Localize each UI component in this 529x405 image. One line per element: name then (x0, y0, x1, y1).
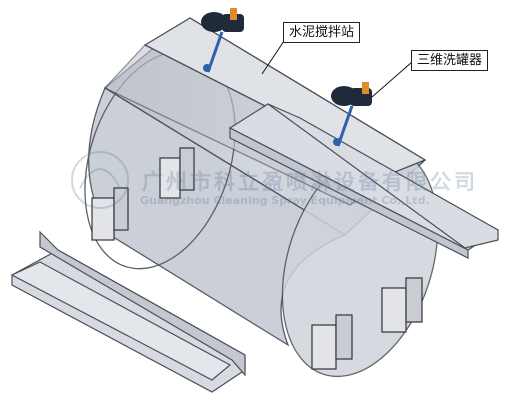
upper-rail (228, 103, 500, 259)
tank-washer-1 (201, 8, 244, 73)
leader-line-station (261, 40, 285, 75)
callout-tank-label: 三维洗罐器 (411, 50, 489, 71)
support-bracket-4 (381, 277, 423, 333)
base-rail (10, 230, 246, 393)
watermark-company-cn: 广州市科立盈喷淋设备有限公司 (142, 170, 478, 194)
watermark-company-en: Guangzhou Cleaning Spray Equipment Co.,L… (140, 194, 430, 207)
tank-washer-2 (331, 82, 372, 147)
support-bracket-1 (91, 187, 129, 241)
watermark-logo (71, 151, 129, 209)
leader-line-tank (371, 61, 413, 98)
support-bracket-3 (311, 314, 353, 370)
callout-station-label: 水泥搅拌站 (283, 22, 361, 43)
support-bracket-2 (159, 147, 195, 199)
